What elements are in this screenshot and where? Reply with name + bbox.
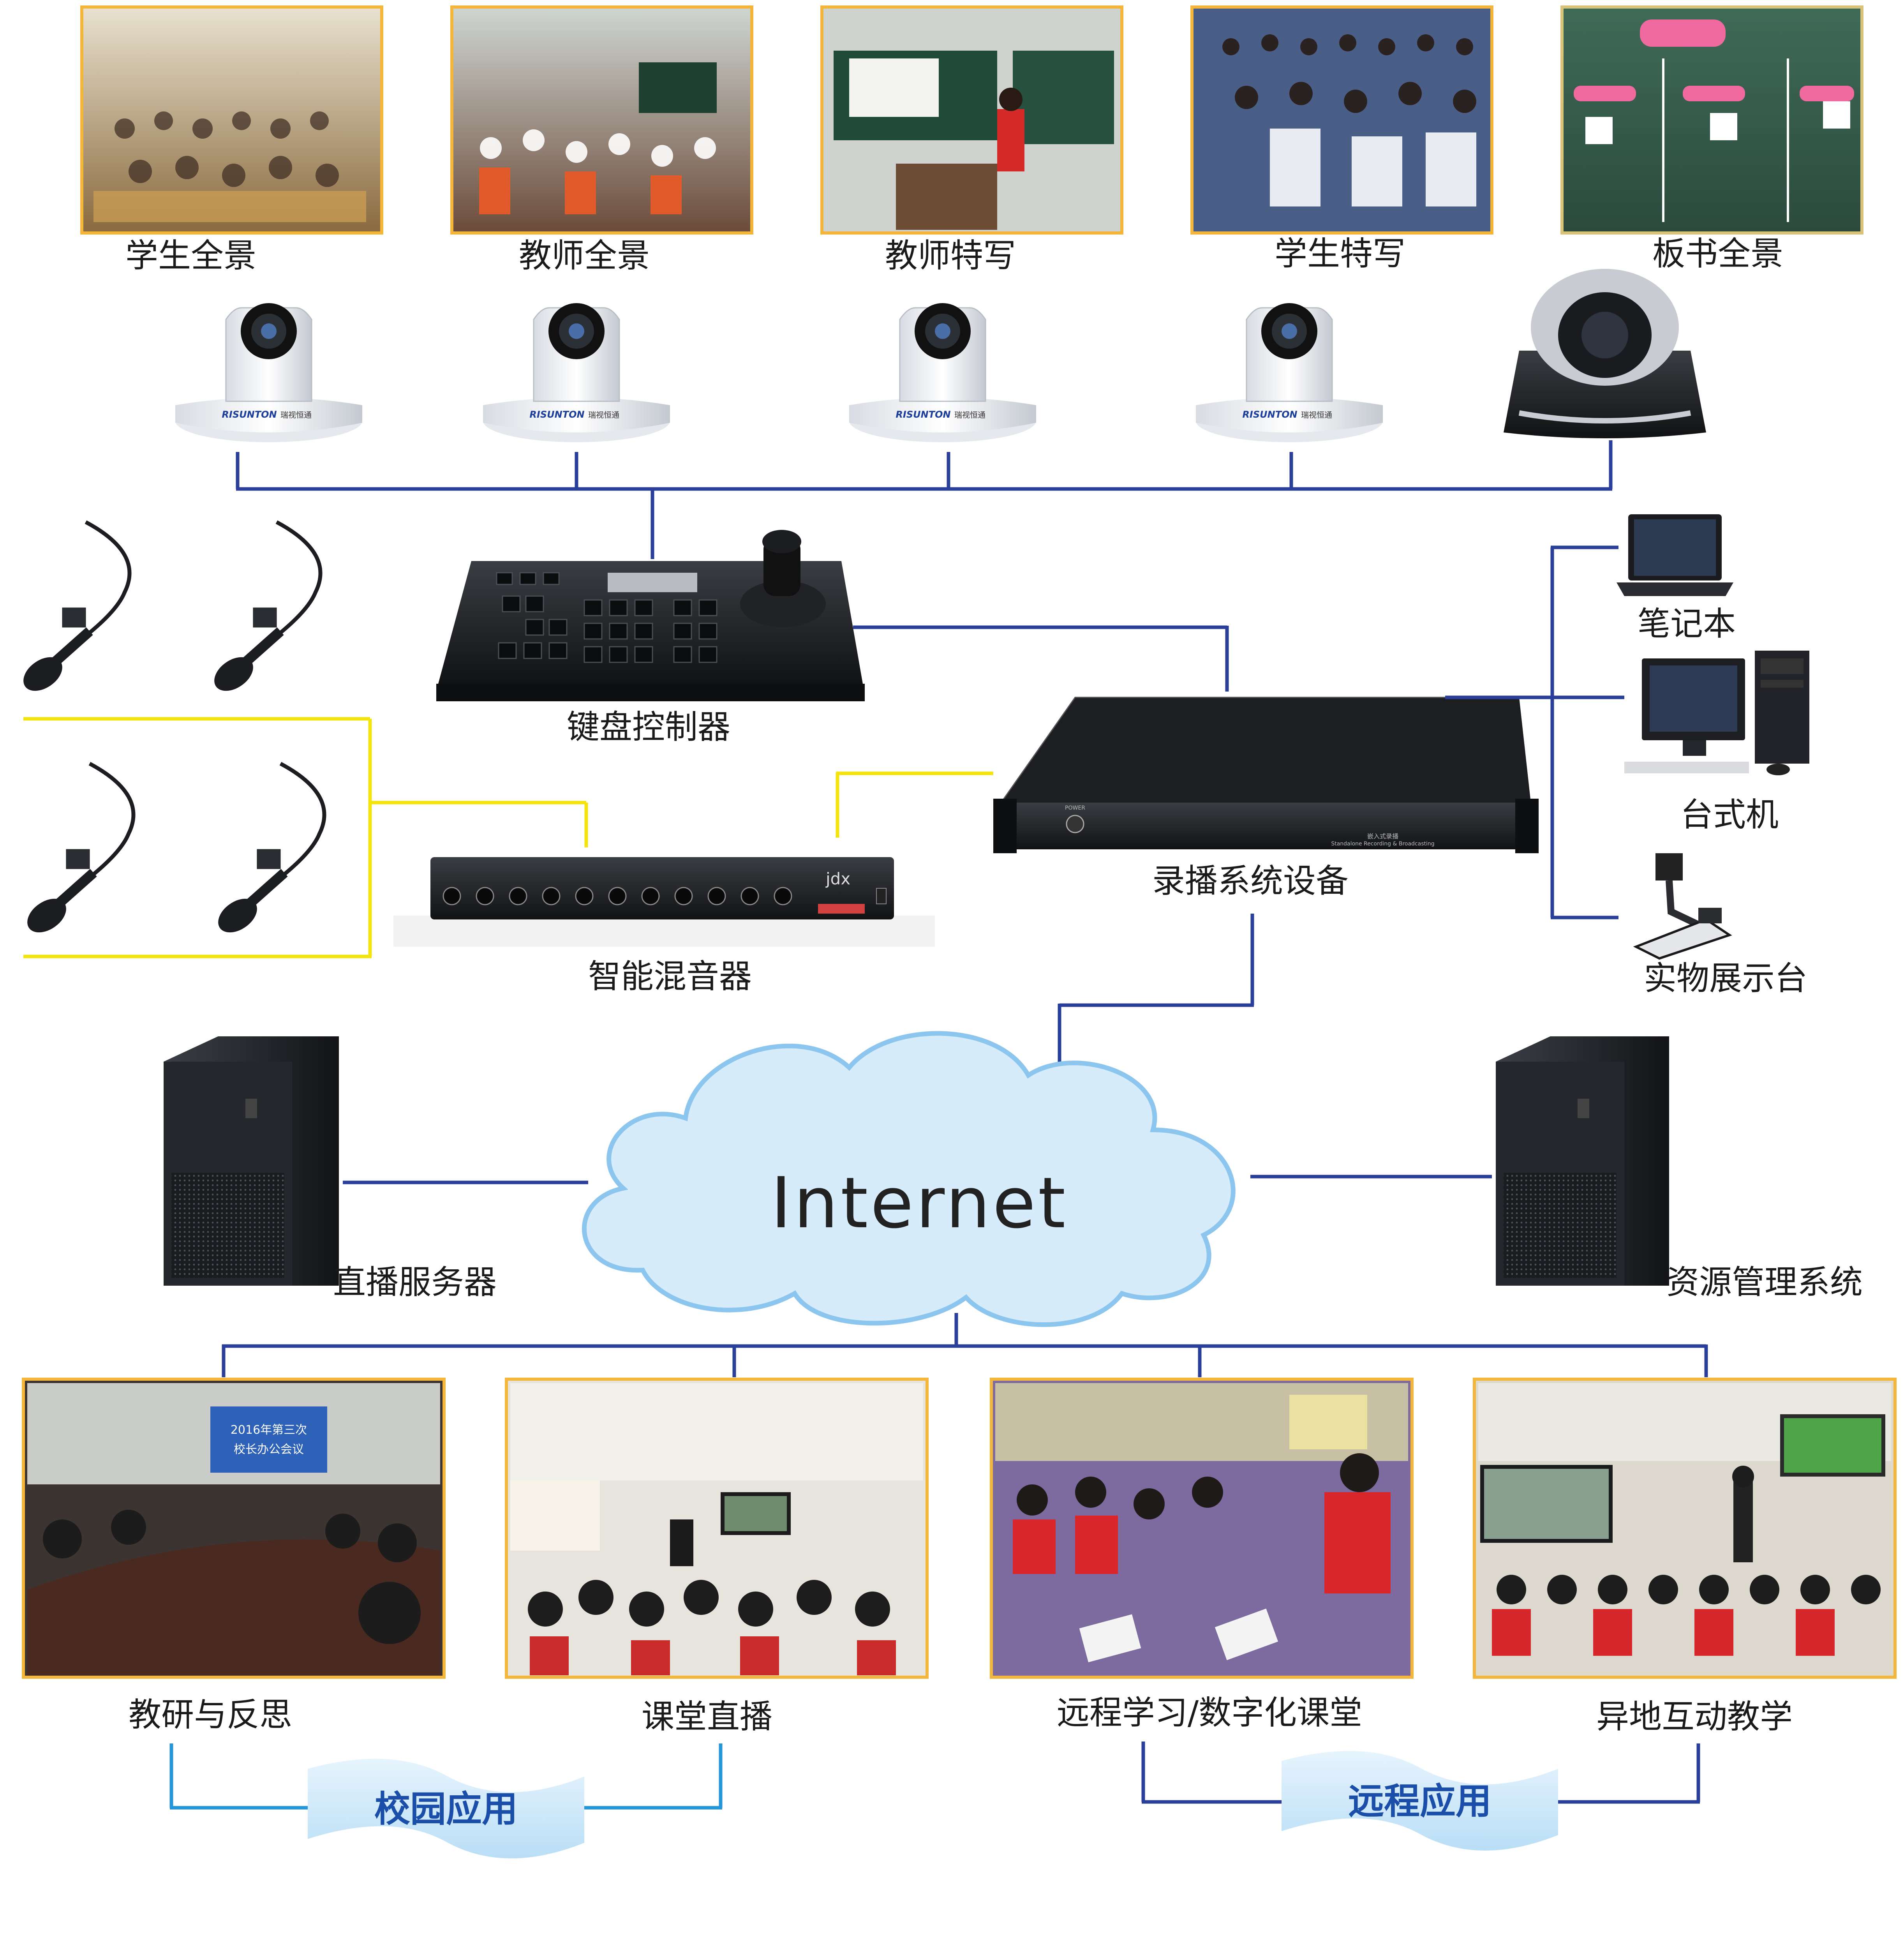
top-view-label-1: 学生全景: [125, 236, 256, 275]
desktop-label: 台式机: [1680, 796, 1779, 834]
microphone-3: [27, 762, 136, 933]
internet-cloud: [582, 1031, 1236, 1327]
laptop-label: 笔记本: [1638, 605, 1736, 643]
campus-application-label: 校园应用: [374, 1788, 518, 1830]
microphone-2: [214, 520, 323, 691]
application-label-4: 异地互动教学: [1596, 1697, 1793, 1736]
camera-brand: RISUNTON: [896, 409, 950, 420]
remote-application-label: 远程应用: [1348, 1780, 1491, 1822]
internet-label: Internet: [771, 1163, 1068, 1244]
remote-group-bracket: [1141, 1742, 1700, 1804]
application-label-1: 教研与反思: [129, 1696, 292, 1734]
server-links: [343, 1175, 1492, 1184]
top-view-teacher-panorama: [450, 5, 753, 235]
live-server-icon: [164, 1036, 339, 1286]
recording-system-label: 录播系统设备: [1152, 862, 1349, 900]
top-view-student-panorama: [80, 5, 383, 235]
recorder-power-label: POWER: [1065, 805, 1085, 811]
control-lines: [853, 625, 1229, 692]
top-view-label-5: 板书全景: [1652, 235, 1783, 273]
meeting-screen-line2: 校长办公会议: [234, 1443, 304, 1456]
recorder-caption-en: Standalone Recording & Broadcasting: [1331, 841, 1434, 847]
laptop-icon: [1617, 514, 1733, 596]
camera-bus-lines: [236, 440, 1613, 559]
peripheral-lines: [1445, 545, 1624, 919]
smart-mixer-label: 智能混音器: [588, 957, 752, 995]
meeting-screen-line1: 2016年第三次: [231, 1423, 307, 1437]
document-camera-icon: [1633, 853, 1732, 960]
keyboard-controller-label: 键盘控制器: [567, 708, 730, 746]
application-label-2: 课堂直播: [642, 1697, 772, 1736]
application-label-3: 远程学习/数字化课堂: [1057, 1694, 1362, 1732]
resource-server-icon: [1496, 1036, 1669, 1286]
ptz-camera-1: RISUNTON 瑞视恒通: [175, 303, 362, 442]
camera-brand: RISUNTON: [1242, 409, 1297, 420]
board-camera: [1504, 269, 1706, 438]
audio-lines: [23, 717, 993, 958]
campus-application-banner: [308, 1759, 584, 1858]
camera-brand: RISUNTON: [529, 409, 584, 420]
top-view-student-closeup: [1190, 5, 1493, 235]
live-server-label: 直播服务器: [333, 1263, 497, 1301]
top-view-label-3: 教师特写: [885, 236, 1016, 275]
top-view-label-4: 学生特写: [1275, 235, 1405, 273]
campus-group-bracket: [169, 1743, 723, 1810]
camera-brand-cn: 瑞视恒通: [588, 410, 619, 420]
camera-brand-cn: 瑞视恒通: [954, 410, 985, 420]
application-bus: [222, 1313, 1708, 1377]
top-view-blackboard-panorama: [1560, 5, 1863, 235]
smart-mixer: jdx: [393, 857, 935, 947]
ptz-camera-3: RISUNTON 瑞视恒通: [849, 303, 1036, 442]
mixer-brand: jdx: [825, 869, 850, 888]
recorder-caption-cn: 嵌入式录播: [1367, 833, 1398, 840]
keyboard-controller: [436, 530, 865, 701]
remote-application-banner: [1282, 1751, 1558, 1851]
document-camera-label: 实物展示台: [1644, 959, 1807, 997]
application-remote-learning: [990, 1378, 1414, 1679]
top-view-teacher-closeup: [820, 5, 1123, 235]
camera-brand-cn: 瑞视恒通: [1301, 410, 1332, 420]
camera-brand: RISUNTON: [222, 409, 277, 420]
desktop-computer-icon: [1624, 651, 1809, 775]
ptz-camera-2: RISUNTON 瑞视恒通: [483, 303, 670, 442]
application-classroom-live: [505, 1378, 929, 1679]
microphone-1: [23, 520, 132, 691]
camera-brand-cn: 瑞视恒通: [280, 410, 312, 420]
application-teaching-research: 2016年第三次 校长办公会议: [22, 1378, 446, 1679]
resource-system-label: 资源管理系统: [1666, 1263, 1863, 1301]
top-view-label-2: 教师全景: [519, 236, 650, 275]
microphone-4: [218, 762, 326, 933]
ptz-camera-4: RISUNTON 瑞视恒通: [1196, 303, 1383, 442]
recording-system: POWER 嵌入式录播 Standalone Recording & Broad…: [993, 697, 1539, 853]
application-remote-interactive: [1473, 1378, 1897, 1679]
